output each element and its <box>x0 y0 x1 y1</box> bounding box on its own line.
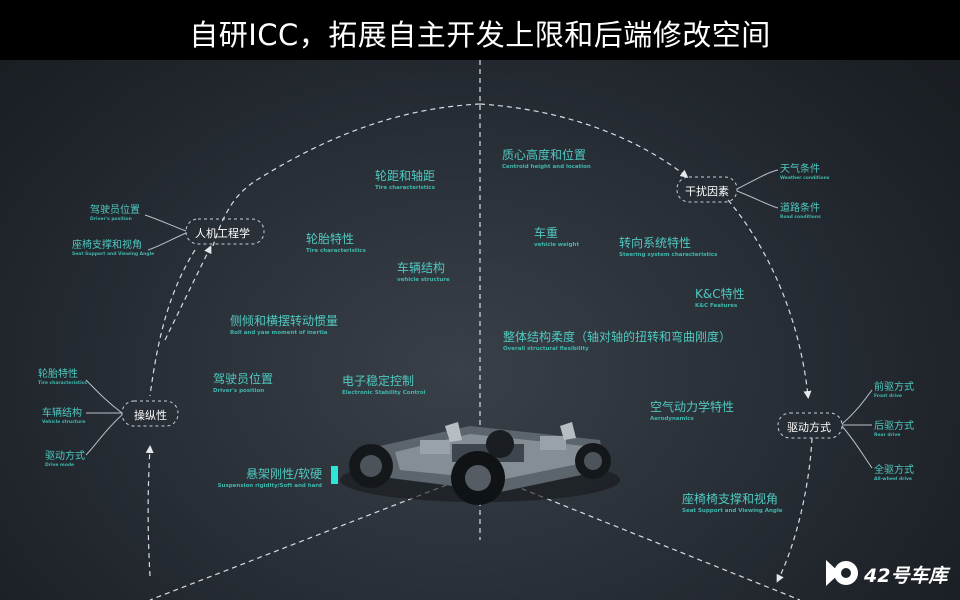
hub-drive: 驱动方式 <box>787 421 831 434</box>
label-structural-flex: 整体结构柔度（轴对轴的扭转和弯曲刚度）Overall structural fl… <box>503 330 732 353</box>
hub-handling: 操纵性 <box>134 409 167 422</box>
suspension-highlight <box>331 466 338 484</box>
hub-interference: 干扰因素 <box>685 185 729 198</box>
arc-left-mid <box>164 245 212 341</box>
garage-logo-icon <box>826 560 858 586</box>
hub-drive-outline <box>777 412 843 439</box>
chassis-illustration <box>340 422 620 505</box>
arc-left-lower <box>145 445 154 577</box>
arc-left-upper <box>149 249 196 397</box>
arc-top-right <box>479 103 689 178</box>
brand-logo: 42号车库 <box>824 556 954 590</box>
arc-top-left <box>212 103 481 247</box>
hub-ergonomics-outline <box>185 218 265 245</box>
title-bar: 自研ICC，拓展自主开发上限和后端修改空间 <box>0 0 960 60</box>
hub-interference-outline <box>676 176 738 203</box>
page-title: 自研ICC，拓展自主开发上限和后端修改空间 <box>189 18 771 52</box>
arc-right <box>727 199 812 399</box>
hub-ergonomics: 人机工程学 <box>195 227 250 240</box>
logo-text: 42号车库 <box>864 565 948 587</box>
arc-right-bottom <box>776 437 813 583</box>
